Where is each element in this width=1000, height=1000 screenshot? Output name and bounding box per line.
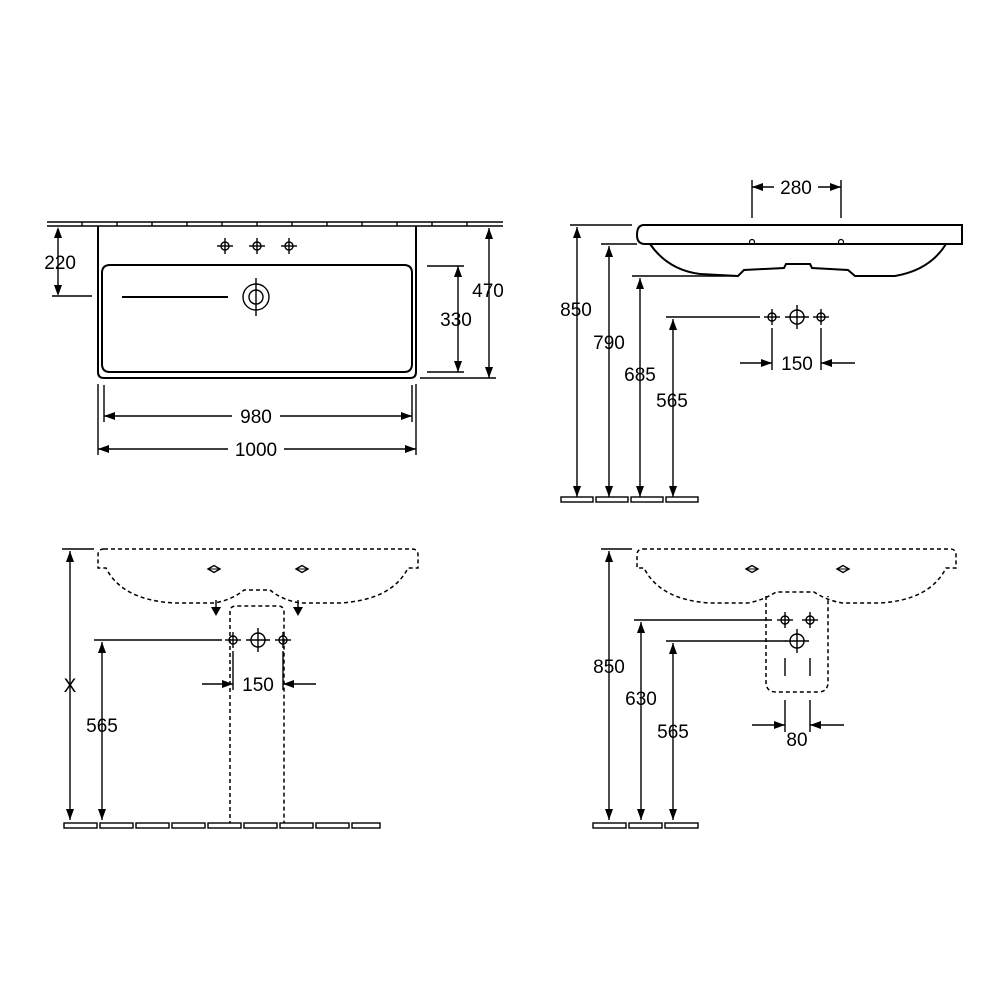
supply-valve-icon	[776, 611, 794, 629]
waste-connection-icon	[785, 305, 809, 329]
dim-80-label: 80	[786, 730, 807, 751]
front-pedestal-view: 150 X 565	[62, 548, 419, 829]
supply-valve-icon	[801, 611, 819, 629]
basin-outline-dashed	[97, 548, 419, 604]
dim-850-front-label: 850	[593, 657, 625, 678]
dim-850-front: 850	[593, 548, 632, 820]
bowl-outline	[101, 264, 413, 373]
dim-980-label: 980	[240, 407, 272, 428]
tap-hole-icon	[836, 564, 850, 574]
dim-80: 80	[752, 700, 844, 751]
dim-150-front-label: 150	[242, 675, 274, 696]
supply-valve-icon	[274, 631, 292, 649]
floor-line	[560, 496, 699, 503]
tap-hole-icon	[837, 238, 845, 246]
supply-valve-icon	[224, 631, 242, 649]
bowl-profile	[649, 243, 947, 278]
waste-outlet-icon	[242, 278, 270, 316]
tap-hole-icon	[216, 237, 234, 255]
dim-330: 330	[427, 265, 472, 373]
supply-valve-icon	[763, 308, 781, 326]
dim-150-side: 150	[740, 328, 855, 375]
dim-565-side-label: 565	[656, 391, 688, 412]
dim-565-semi: 565	[657, 640, 786, 820]
dim-x: X	[62, 548, 94, 820]
dim-220-label: 220	[44, 253, 76, 274]
basin-outline-dashed	[636, 548, 957, 604]
basin-profile	[635, 224, 963, 245]
dim-330-label: 330	[440, 310, 472, 331]
dim-x-label: X	[64, 676, 77, 697]
dim-565-semi-label: 565	[657, 722, 689, 743]
wall-line	[47, 221, 503, 227]
tap-hole-icon	[748, 238, 756, 246]
semi-pedestal-outline	[765, 596, 829, 693]
waste-connection-icon	[246, 628, 270, 652]
tap-hole-icon	[248, 237, 266, 255]
dim-850-side-label: 850	[560, 300, 592, 321]
dim-630: 630	[625, 619, 772, 820]
dim-980: 980	[103, 385, 413, 428]
fixing-arrow-icon	[211, 600, 221, 616]
dim-150-side-label: 150	[781, 354, 813, 375]
dim-565-front: 565	[86, 639, 222, 820]
waste-connection-icon	[785, 629, 809, 653]
front-semi-pedestal-view: 80 850 630 565	[592, 548, 957, 829]
dim-280: 280	[751, 178, 842, 218]
tap-hole-icon	[207, 564, 221, 574]
tap-hole-icon	[280, 237, 298, 255]
pedestal-outline	[229, 605, 285, 825]
dim-850-side: 850	[560, 224, 632, 497]
dim-220: 220	[44, 227, 92, 297]
dim-280-label: 280	[780, 178, 812, 199]
basin-outline	[97, 226, 417, 379]
dim-1000: 1000	[97, 384, 417, 461]
top-view: 220 330 470 980	[44, 221, 504, 461]
dim-1000-label: 1000	[235, 440, 277, 461]
dim-470: 470	[420, 228, 504, 379]
dim-790: 790	[593, 243, 637, 497]
tap-hole-icon	[295, 564, 309, 574]
supply-valve-icon	[812, 308, 830, 326]
tap-hole-icon	[745, 564, 759, 574]
dim-565-front-label: 565	[86, 716, 118, 737]
floor-line	[592, 822, 699, 829]
fixing-arrow-icon	[293, 600, 303, 616]
dim-685: 685	[624, 275, 738, 497]
side-view: 280 150 850	[560, 178, 963, 503]
dim-630-label: 630	[625, 689, 657, 710]
dim-470-label: 470	[472, 281, 504, 302]
dim-685-label: 685	[624, 365, 656, 386]
dim-565-side: 565	[656, 316, 760, 497]
floor-line	[63, 822, 381, 829]
dim-150-front: 150	[202, 651, 316, 696]
dim-790-label: 790	[593, 333, 625, 354]
